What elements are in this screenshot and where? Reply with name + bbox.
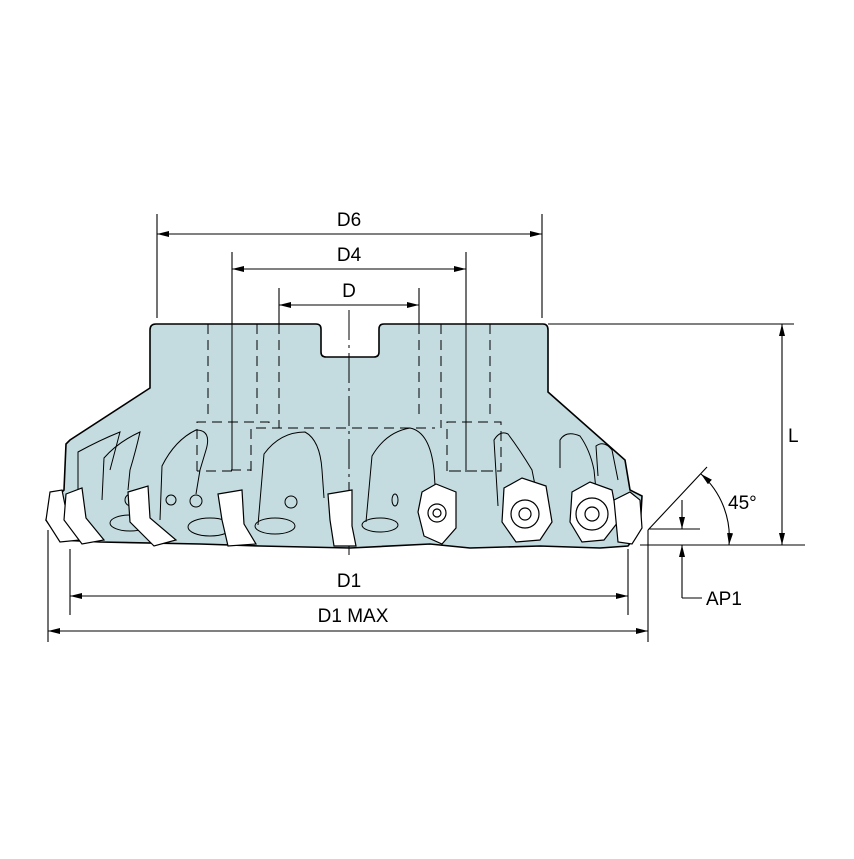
dim-label-d1: D1: [336, 571, 362, 592]
dim-label-ap1: AP1: [706, 589, 742, 610]
dim-label-d: D: [342, 281, 356, 302]
dim-label-l: L: [788, 426, 799, 447]
dim-label-d6: D6: [336, 210, 362, 231]
dim-label-d4: D4: [336, 245, 362, 266]
dim-label-angle: 45°: [728, 493, 757, 514]
dim-label-d1-max: D1 MAX: [317, 606, 389, 627]
dimension-lines: [47, 214, 805, 642]
cutting-inserts: [45, 477, 643, 547]
